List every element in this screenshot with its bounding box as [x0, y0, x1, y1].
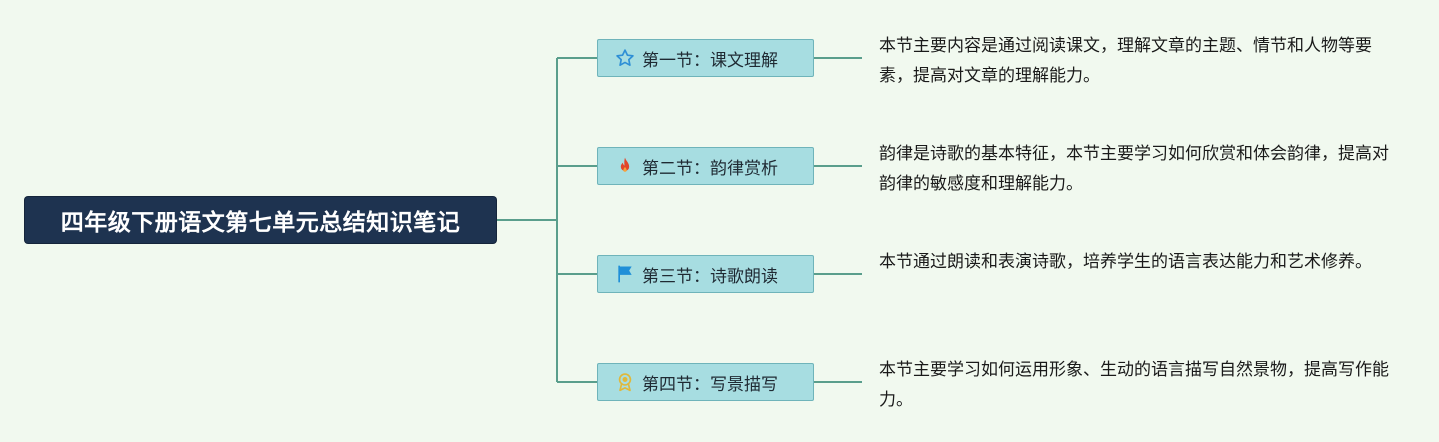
root-topic[interactable]: 四年级下册语文第七单元总结知识笔记	[25, 197, 496, 243]
award-icon	[614, 371, 636, 393]
branch-label: 第三节：诗歌朗读	[642, 266, 778, 287]
branch-label: 第一节：课文理解	[642, 50, 778, 71]
section-1-description: 本节主要内容是通过阅读课文，理解文章的主题、情节和人物等要素，提高对文章的理解能…	[879, 36, 1372, 86]
branch-section-2[interactable]: 第二节：韵律赏析	[597, 147, 814, 185]
section-4-description: 本节主要学习如何运用形象、生动的语言描写自然景物，提高写作能力。	[879, 360, 1389, 410]
section-2-description: 韵律是诗歌的基本特征，本节主要学习如何欣赏和体会韵律，提高对韵律的敏感度和理解能…	[879, 144, 1389, 194]
flag-icon	[614, 263, 636, 285]
branch-section-1[interactable]: 第一节：课文理解	[597, 39, 814, 77]
root-title: 四年级下册语文第七单元总结知识笔记	[60, 210, 461, 236]
fire-icon	[614, 155, 636, 177]
branch-section-4[interactable]: 第四节：写景描写	[597, 363, 814, 401]
star-icon	[614, 47, 636, 69]
branch-label: 第四节：写景描写	[642, 374, 778, 395]
branch-label: 第二节：韵律赏析	[642, 158, 778, 179]
section-3-description: 本节通过朗读和表演诗歌，培养学生的语言表达能力和艺术修养。	[879, 252, 1372, 272]
branch-section-3[interactable]: 第三节：诗歌朗读	[597, 255, 814, 293]
